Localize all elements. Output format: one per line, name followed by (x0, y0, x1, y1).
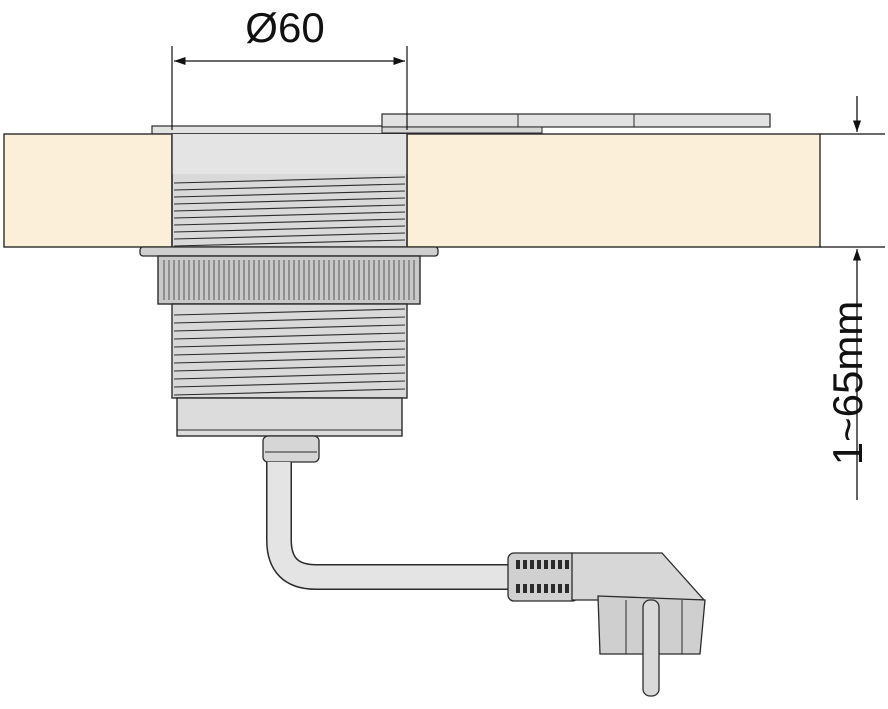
worktop (3, 133, 821, 248)
thread-lines-lower (173, 308, 406, 396)
thread-line (173, 340, 406, 348)
thread-line (173, 232, 406, 240)
thread-line (173, 380, 406, 388)
grip-rib (537, 584, 541, 593)
grip-rib (558, 584, 562, 593)
grip-rib (530, 560, 534, 569)
socket-body-upper (171, 133, 408, 248)
thread-line (173, 176, 406, 184)
thread-line (173, 218, 406, 226)
grip-rib (544, 584, 548, 593)
grip-rib (565, 560, 569, 569)
thread-line (173, 204, 406, 212)
grip-rib (551, 584, 555, 593)
grip-rib (523, 560, 527, 569)
grip-rib (558, 560, 562, 569)
thread-line (173, 183, 406, 191)
grip-rib (523, 584, 527, 593)
grip-rib (516, 584, 520, 593)
grip-rib (544, 560, 548, 569)
threaded-sleeve (171, 303, 408, 399)
thread-lines-upper (173, 176, 406, 247)
thread-line (173, 332, 406, 340)
plug-grip-ribs (516, 560, 569, 593)
thread-line (173, 316, 406, 324)
socket-lid (151, 113, 771, 135)
socket-flange (139, 246, 439, 257)
grip-rib (565, 584, 569, 593)
thread-line (173, 239, 406, 247)
nut-knurling (163, 260, 415, 300)
diameter-dimension: Ø60 (171, 4, 408, 130)
thread-line (173, 308, 406, 316)
grip-rib (551, 560, 555, 569)
angled-plug (507, 552, 706, 697)
thread-line (173, 197, 406, 205)
thread-line (173, 388, 406, 396)
thread-line (173, 225, 406, 233)
thickness-label: 1~65mm (824, 301, 871, 466)
thread-line (173, 364, 406, 372)
grip-rib (516, 560, 520, 569)
thread-line (173, 372, 406, 380)
power-cable (266, 462, 515, 590)
thread-line (173, 356, 406, 364)
thread-line (173, 324, 406, 332)
thread-line (173, 348, 406, 356)
thread-line (173, 211, 406, 219)
cable-gland (262, 435, 320, 463)
diameter-label: Ø60 (245, 4, 324, 51)
grip-rib (537, 560, 541, 569)
thread-line (173, 190, 406, 198)
grip-rib (530, 584, 534, 593)
socket-base (176, 397, 403, 437)
thickness-dimension: 1~65mm (820, 96, 885, 500)
fixing-nut (157, 255, 421, 305)
